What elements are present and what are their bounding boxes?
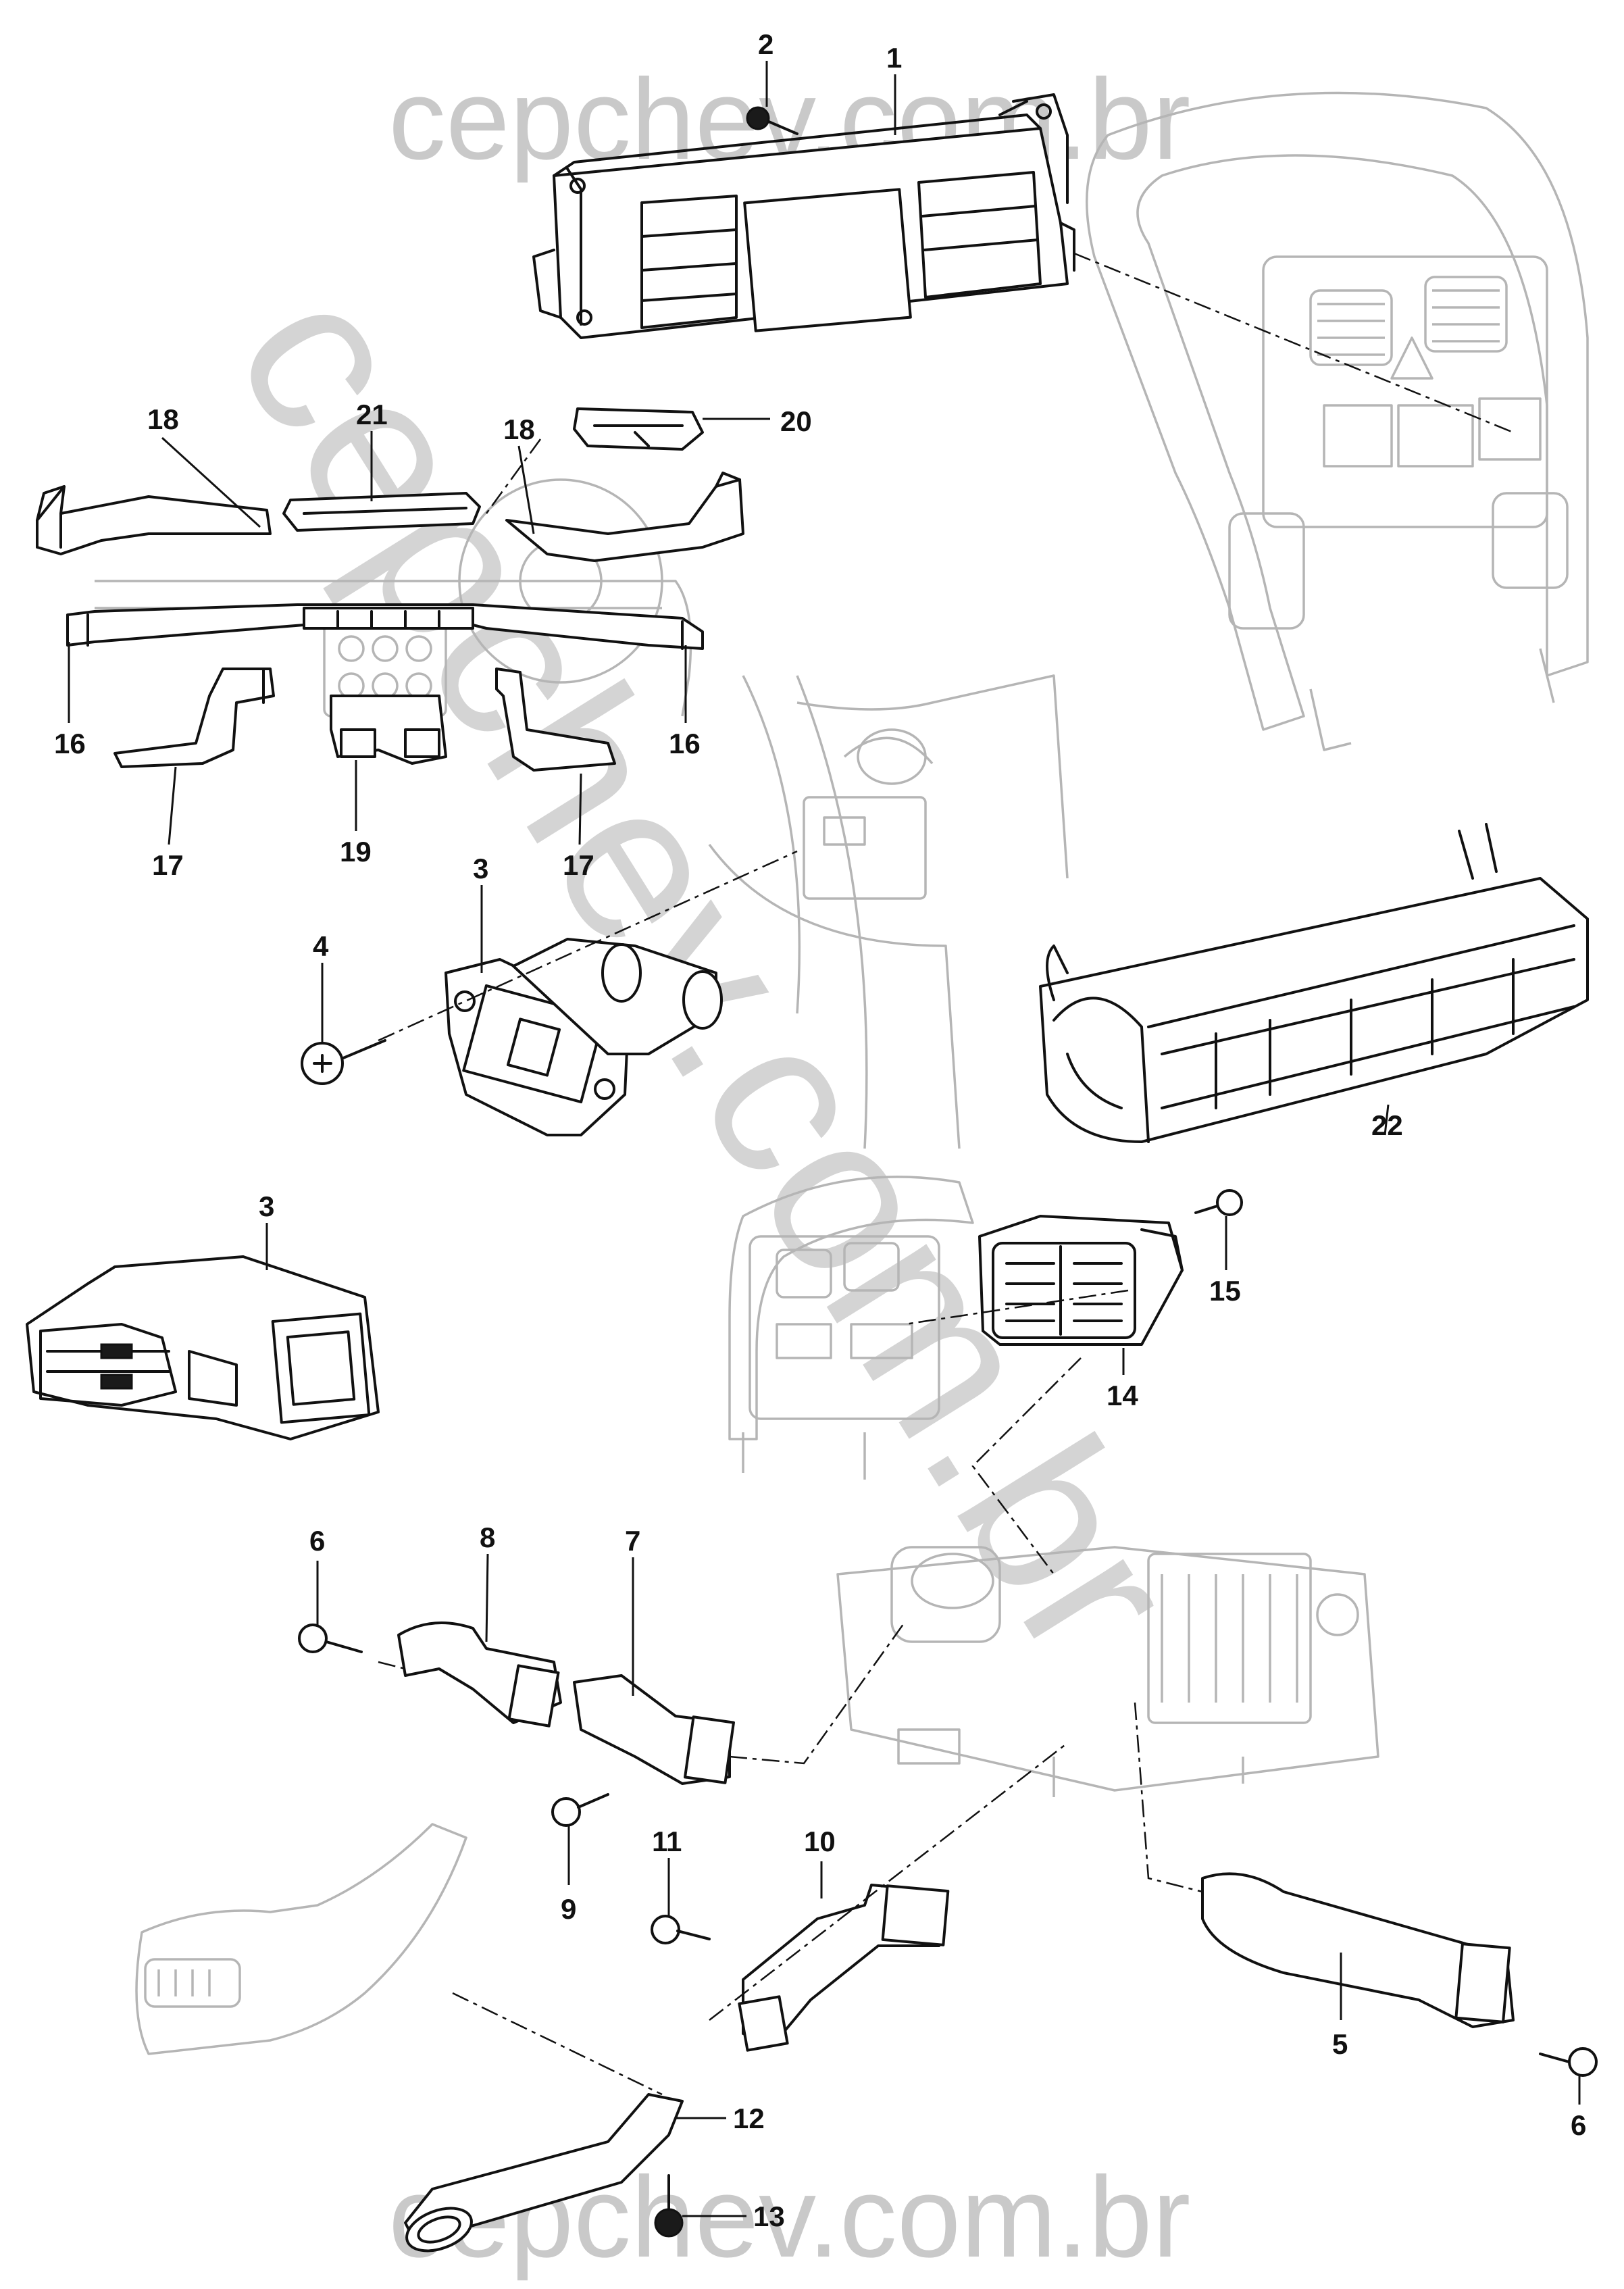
part-17-floor-duct-right [495,668,616,772]
callout-8: 8 [480,1521,495,1553]
part-21-center-grille [282,492,481,532]
part-18-duct-left [36,485,272,555]
callout-5: 5 [1332,2028,1348,2060]
part-19-floor-duct-center [330,695,447,765]
callout-3-upper: 3 [473,853,488,884]
callout-1: 1 [886,42,902,74]
part-6-screw-upper [298,1624,363,1653]
callout-4: 4 [313,930,329,962]
leader-lines [68,61,1581,2217]
ghost-hvac-unit [836,1546,1379,1797]
callout-13: 13 [753,2200,785,2232]
callout-7: 7 [625,1525,640,1557]
part-15-screw [1194,1189,1243,1216]
part-8-duct [397,1621,562,1728]
ghost-dashboard-console-top [1086,91,1589,751]
part-9-screw [551,1793,609,1827]
assembly-lines [378,252,1514,2096]
callout-18-left: 18 [147,403,179,435]
callout-labels: 1 2 18 21 18 20 16 16 17 19 17 3 4 22 3 … [54,28,1586,2232]
callout-10: 10 [804,1826,836,1857]
part-18-duct-right [505,472,744,562]
part-3-duct-outlet [445,938,723,1136]
callout-17-left: 17 [152,849,184,881]
part-10-rear-duct [738,1884,950,2052]
callout-22: 22 [1371,1109,1403,1141]
ghost-rear-console [135,1823,467,2055]
part-14-dash-vent [978,1215,1184,1346]
part-3-duct-side-view [26,1255,380,1440]
part-13-screw [654,2174,684,2238]
callout-15: 15 [1209,1275,1241,1307]
part-2-screw [746,106,798,135]
callout-12: 12 [733,2103,765,2134]
callout-16-left: 16 [54,728,86,759]
ghost-dashboard-console-middle [728,1176,974,1480]
part-17-floor-duct-left [113,668,275,768]
callout-21: 21 [356,399,388,430]
callout-17-right: 17 [563,849,594,881]
callout-18-right: 18 [503,413,535,445]
callout-14: 14 [1107,1380,1138,1411]
callout-6-upper: 6 [309,1525,325,1557]
callout-19: 19 [340,836,372,867]
part-22-air-distribution-assembly [1039,823,1589,1143]
part-6-screw-lower [1539,2047,1598,2077]
part-11-screw [651,1915,711,1944]
part-1-control-panel [532,93,1075,339]
part-5-floor-duct-right [1201,1872,1515,2028]
callout-20: 20 [780,405,812,437]
part-16-side-duct-manifold [66,603,704,650]
callout-16-right: 16 [669,728,701,759]
part-20-clip [573,407,704,451]
callout-3-lower: 3 [259,1190,274,1222]
callout-9: 9 [561,1893,576,1925]
callout-11: 11 [652,1826,682,1857]
callout-2: 2 [758,28,773,60]
part-7-duct [573,1674,735,1785]
part-4-screw [301,1039,386,1085]
callout-6-lower: 6 [1571,2109,1586,2141]
